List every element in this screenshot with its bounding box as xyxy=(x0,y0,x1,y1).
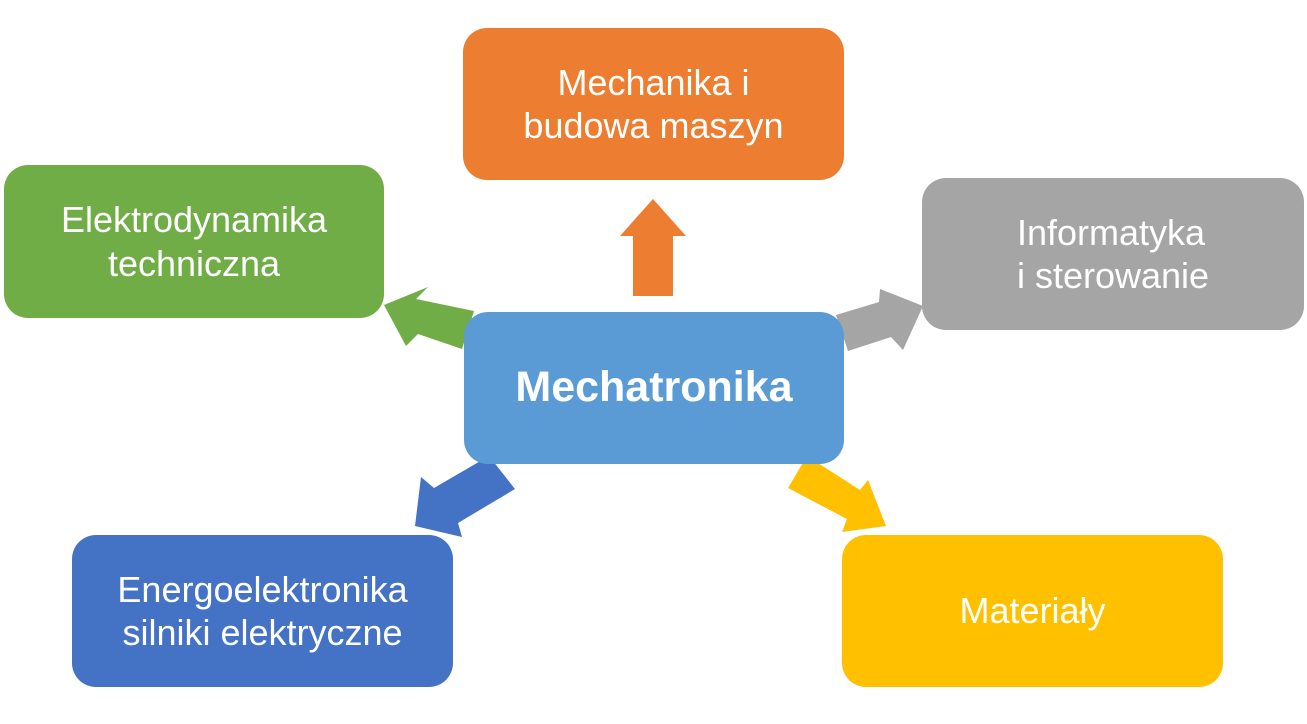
node-informatyka: Informatyka i sterowanie xyxy=(922,178,1304,330)
arrow-to-mechanika xyxy=(620,199,686,296)
arrow-to-informatyka xyxy=(836,289,923,351)
center-label: Mechatronika xyxy=(515,363,793,412)
node-mechanika: Mechanika i budowa maszyn xyxy=(463,28,844,180)
node-elektrodynamika-line-1: Elektrodynamika xyxy=(60,199,328,241)
node-informatyka-line-1: Informatyka xyxy=(1016,211,1206,253)
arrow-to-materialy xyxy=(788,456,886,532)
node-elektrodynamika: Elektrodynamika techniczna xyxy=(4,165,384,318)
arrow-to-energoelektronika xyxy=(415,456,515,537)
node-energoelektronika-line-1: Energoelektronika xyxy=(117,568,408,610)
node-mechanika-line-1: Mechanika i xyxy=(557,61,750,103)
node-energoelektronika: Energoelektronika silniki elektryczne xyxy=(72,535,453,687)
node-center-mechatronika: Mechatronika xyxy=(464,312,844,464)
node-energoelektronika-line-2: silniki elektryczne xyxy=(122,612,403,653)
node-mechanika-line-2: budowa maszyn xyxy=(523,105,784,146)
node-materialy: Materiały xyxy=(842,535,1223,687)
node-elektrodynamika-line-2: techniczna xyxy=(107,242,281,284)
node-materialy-line-1: Materiały xyxy=(959,590,1106,632)
arrow-to-elektrodynamika xyxy=(384,287,474,349)
node-informatyka-line-2: i sterowanie xyxy=(1016,255,1210,296)
